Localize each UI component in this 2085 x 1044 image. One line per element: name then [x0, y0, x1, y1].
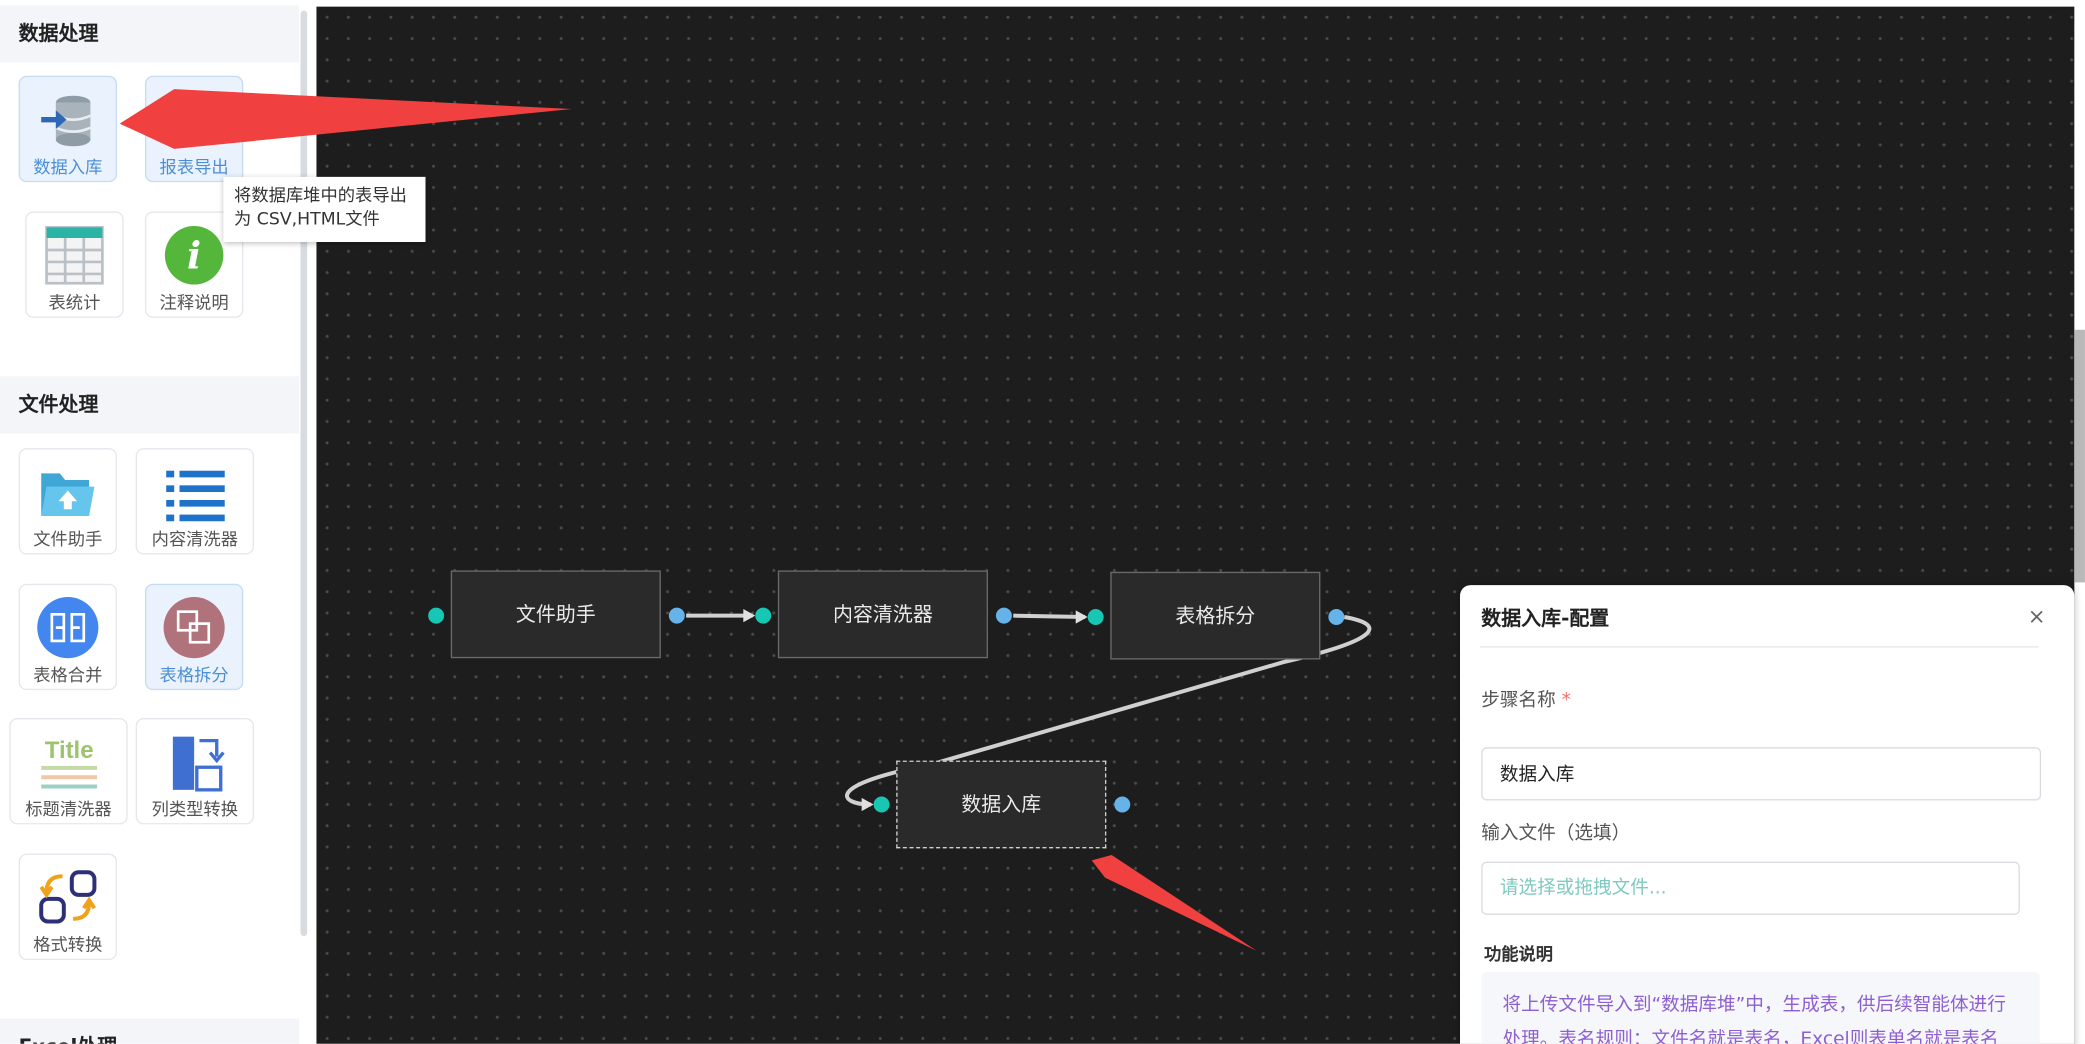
- tile-data-import[interactable]: 数据入库: [18, 75, 118, 183]
- port-in-data-import[interactable]: [873, 796, 890, 813]
- input-file-label: 输入文件（选填）: [1481, 823, 1631, 845]
- tile-file-helper[interactable]: 文件助手: [18, 448, 118, 555]
- folder-upload-icon: [41, 473, 95, 516]
- port-out-content-cleaner[interactable]: [995, 607, 1012, 624]
- port-out-data-import[interactable]: [1114, 796, 1131, 813]
- input-file-field[interactable]: [1481, 861, 2020, 915]
- section-header-data: 数据处理: [0, 5, 300, 63]
- port-out-table-split[interactable]: [1328, 609, 1345, 625]
- step-name-label: 步骤名称 *: [1481, 686, 1571, 713]
- tile-label-format-convert: 格式转换: [33, 936, 103, 957]
- panel-title: 数据入库-配置: [1481, 606, 1610, 631]
- panel-divider: [1479, 646, 2039, 648]
- required-mark: *: [1561, 690, 1571, 712]
- tile-label-content-cleaner: 内容清洗器: [151, 530, 239, 551]
- tile-content-cleaner[interactable]: 内容清洗器: [135, 448, 254, 555]
- step-name-label-text: 步骤名称: [1481, 690, 1556, 712]
- tile-label-file-helper: 文件助手: [33, 530, 103, 551]
- split-icon: [163, 597, 225, 659]
- tile-format-convert[interactable]: 格式转换: [18, 853, 118, 961]
- tile-report-export[interactable]: 报表导出: [144, 75, 244, 183]
- section-title-file: 文件处理: [18, 392, 99, 417]
- tile-label-column-type-convert: 列类型转换: [151, 800, 239, 821]
- column-convert-icon: [172, 736, 225, 792]
- section-title-excel: Excel处理: [19, 1019, 118, 1044]
- table-grid-icon: [45, 226, 104, 285]
- tile-label-table-split: 表格拆分: [159, 666, 229, 687]
- tile-label-table-merge: 表格合并: [33, 666, 103, 687]
- close-icon[interactable]: ×: [2027, 603, 2046, 629]
- database-import-icon: [41, 95, 91, 147]
- format-convert-icon: [39, 870, 97, 924]
- node-data-import[interactable]: 数据入库: [896, 760, 1107, 849]
- svg-text:Title: Title: [44, 737, 93, 764]
- tile-label-table-stats: 表统计: [48, 293, 101, 314]
- tile-label-comment-note: 注释说明: [159, 293, 229, 314]
- svg-text:i: i: [187, 234, 201, 278]
- title-lines-icon: Title: [40, 737, 97, 789]
- tile-column-type-convert[interactable]: 列类型转换: [135, 718, 254, 825]
- section-header-file: 文件处理: [0, 376, 300, 434]
- section-header-excel: Excel处理: [0, 1018, 300, 1044]
- port-in-file-helper[interactable]: [428, 607, 445, 624]
- function-desc-text: 将上传文件导入到“数据库堆”中，生成表，供后续智能体进行处理。表名规则：文件名就…: [1481, 972, 2040, 1044]
- section-title-data: 数据处理: [18, 21, 99, 46]
- port-in-content-cleaner[interactable]: [755, 607, 772, 624]
- step-name-input[interactable]: [1481, 747, 2042, 801]
- merge-icon: [37, 597, 99, 659]
- report-export-icon: [172, 98, 216, 144]
- node-file-helper[interactable]: 文件助手: [450, 570, 661, 659]
- canvas-scrollbar[interactable]: [2074, 329, 2085, 583]
- info-icon: i: [164, 226, 224, 285]
- tile-label-data-import: 数据入库: [33, 158, 103, 179]
- component-sidebar: 数据处理 数据入库 报表导出: [0, 0, 310, 1044]
- port-out-file-helper[interactable]: [668, 607, 685, 624]
- sidebar-scrollbar[interactable]: [300, 10, 308, 937]
- tile-title-cleaner[interactable]: Title 标题清洗器: [9, 718, 128, 825]
- tile-table-stats[interactable]: 表统计: [25, 211, 124, 318]
- list-lines-icon: [165, 470, 225, 522]
- component-tooltip: 将数据库堆中的表导出为 CSV,HTML文件: [223, 176, 426, 243]
- tile-label-report-export: 报表导出: [159, 158, 229, 179]
- function-desc-label: 功能说明: [1483, 945, 1554, 966]
- tile-label-title-cleaner: 标题清洗器: [25, 800, 112, 821]
- tile-table-merge[interactable]: 表格合并: [18, 583, 118, 691]
- node-table-split[interactable]: 表格拆分: [1110, 571, 1321, 660]
- node-content-cleaner[interactable]: 内容清洗器: [777, 570, 988, 659]
- tile-table-split[interactable]: 表格拆分: [144, 583, 244, 691]
- port-in-table-split[interactable]: [1087, 609, 1104, 625]
- config-panel: 数据入库-配置 × 步骤名称 * 输入文件（选填） 功能说明 将上传文件导入到“…: [1460, 585, 2075, 1044]
